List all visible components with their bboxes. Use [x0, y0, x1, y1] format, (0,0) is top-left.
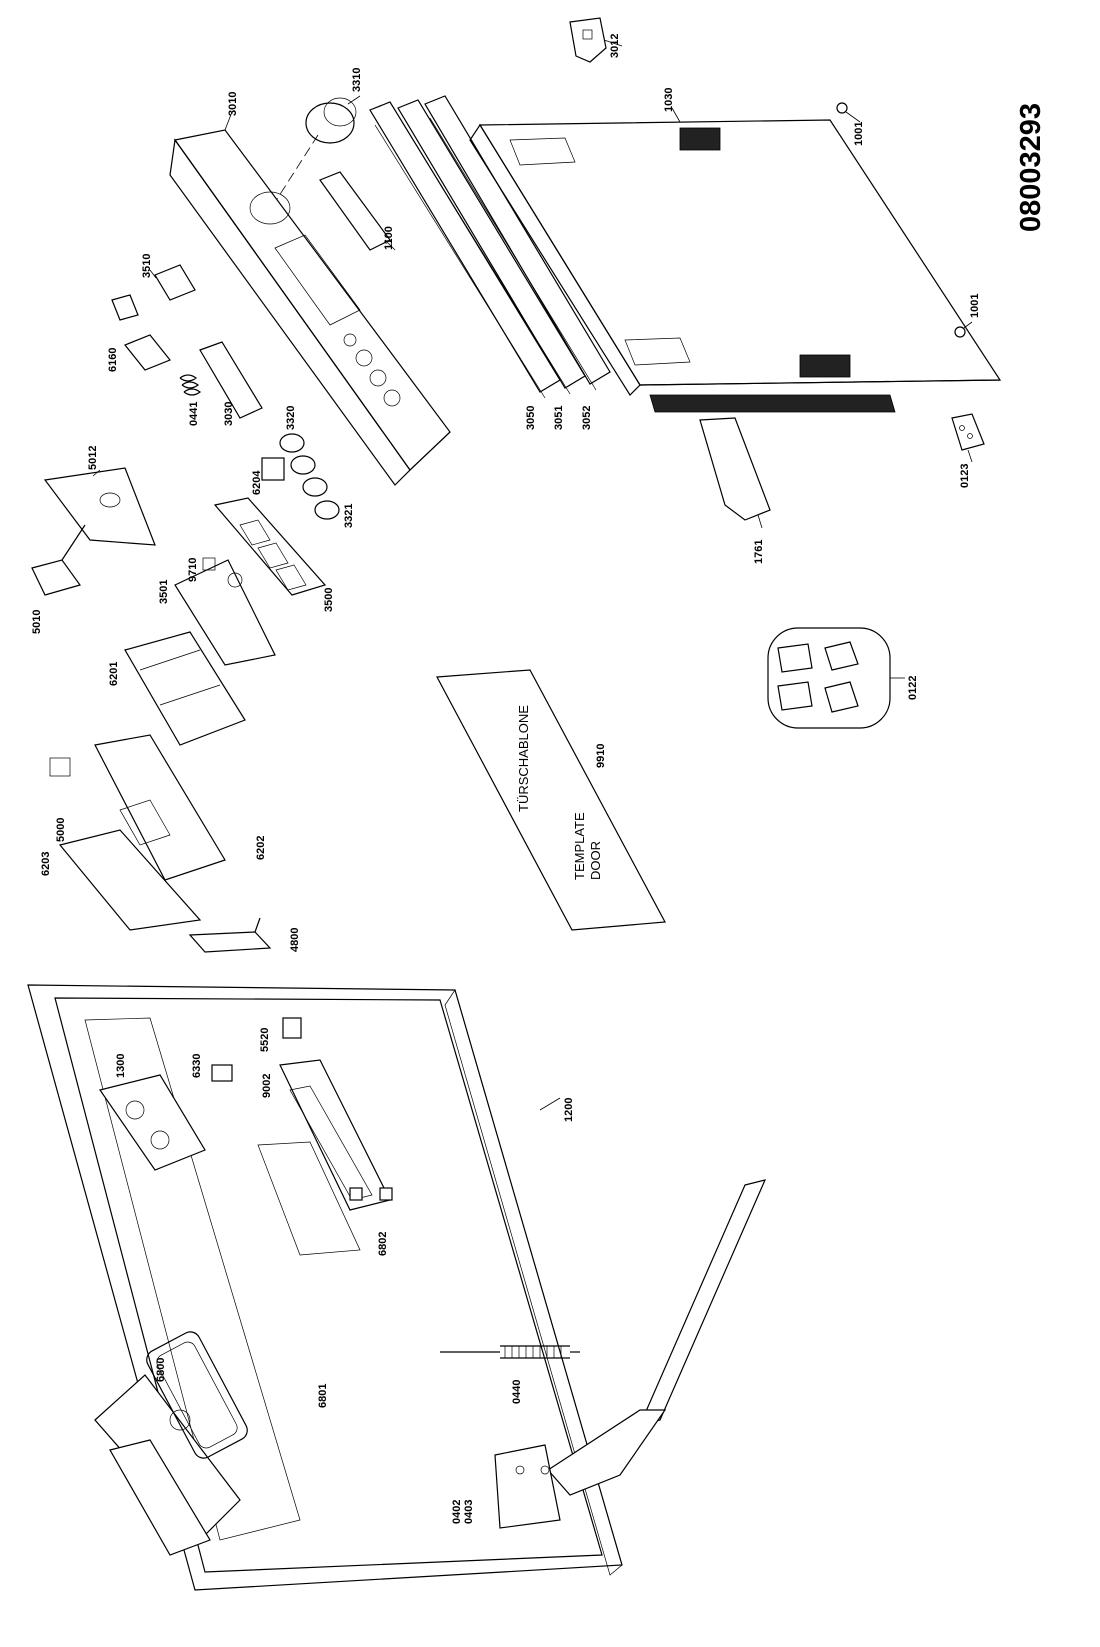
label-0402: 0402: [451, 1500, 463, 1524]
part-1100-display-cover: [319, 171, 396, 251]
part-3030-module: [199, 341, 263, 419]
part-3310-knob: [269, 95, 361, 211]
part-3510-switch: [149, 264, 196, 301]
label-6201: 6201: [108, 662, 120, 686]
label-0441: 0441: [188, 402, 200, 426]
part-5010-lock: [31, 524, 86, 596]
label-6800: 6800: [155, 1358, 167, 1382]
label-3320: 3320: [285, 406, 297, 430]
label-0123: 0123: [959, 464, 971, 488]
label-5012: 5012: [87, 446, 99, 470]
part-6160-board: [111, 294, 171, 371]
part-3500-switch-panel: [213, 497, 327, 596]
part-1300-dispenser: [99, 1074, 206, 1171]
label-3500: 3500: [323, 588, 335, 612]
label-3501: 3501: [158, 580, 170, 604]
label-3052: 3052: [581, 406, 593, 430]
label-0440: 0440: [511, 1380, 523, 1404]
label-6160: 6160: [107, 348, 119, 372]
part-0441-spring: [179, 374, 202, 396]
part-0123-hinge-plate: [951, 413, 985, 463]
label-6203: 6203: [40, 852, 52, 876]
part-1030-door-panel: [469, 107, 1002, 413]
part-9910-template: TÜRSCHABLONE TEMPLATE DOOR: [436, 669, 666, 931]
part-0440-spring: [440, 1345, 580, 1359]
label-3510: 3510: [141, 254, 153, 278]
label-3012: 3012: [609, 34, 621, 58]
label-6330: 6330: [191, 1054, 203, 1078]
parts-1001-screws: [836, 102, 973, 338]
label-6802: 6802: [377, 1232, 389, 1256]
label-1030: 1030: [663, 88, 675, 112]
label-3051: 3051: [553, 406, 565, 430]
template-line-en-1: TEMPLATE: [572, 812, 587, 880]
part-4800-cable: [188, 917, 272, 953]
part-6201-housing: [124, 631, 246, 746]
label-3050: 3050: [525, 406, 537, 430]
label-9002: 9002: [261, 1074, 273, 1098]
label-1200: 1200: [563, 1098, 575, 1122]
part-5000-6202-6203-assembly: [49, 734, 226, 931]
label-1761: 1761: [753, 540, 765, 564]
label-1300: 1300: [115, 1054, 127, 1078]
template-line-en-2: DOOR: [588, 841, 603, 880]
part-1761-insulation: [699, 417, 771, 529]
part-0402-0403-hinge-arm: [494, 1179, 767, 1529]
label-6801: 6801: [317, 1384, 329, 1408]
label-3321: 3321: [343, 504, 355, 528]
template-title-de: TÜRSCHABLONE: [516, 705, 531, 812]
label-1001-bottom: 1001: [969, 294, 981, 318]
document-id: 08003293: [1015, 103, 1047, 232]
part-3012-bracket: [569, 17, 623, 63]
parts-3320-3321-knobs: [279, 433, 340, 520]
part-5520-clip: [282, 1017, 302, 1039]
part-6330-sensor: [211, 1064, 233, 1082]
label-5000: 5000: [55, 818, 67, 842]
label-9710: 9710: [187, 558, 199, 582]
label-6204: 6204: [251, 470, 263, 495]
label-6202: 6202: [255, 836, 267, 860]
part-labels: 3012 3310 3010 1030 1001 1001 1100 3510 …: [31, 34, 981, 1524]
label-0122: 0122: [907, 676, 919, 700]
label-1100: 1100: [383, 226, 395, 250]
label-3010: 3010: [227, 92, 239, 116]
label-3030: 3030: [223, 402, 235, 426]
part-3010-control-panel: [169, 111, 451, 486]
label-5520: 5520: [259, 1028, 271, 1052]
label-4800: 4800: [289, 928, 301, 952]
label-1001-top: 1001: [853, 122, 865, 146]
label-0403: 0403: [463, 1500, 475, 1524]
label-9910: 9910: [595, 744, 607, 768]
part-6204-block: [261, 457, 285, 481]
parts-3050-3051-3052-rails: [369, 95, 611, 399]
part-6802-clips: [349, 1187, 393, 1201]
part-6801-seal: [146, 1331, 248, 1459]
label-5010: 5010: [31, 610, 43, 634]
label-3310: 3310: [351, 68, 363, 92]
part-6800-dispenser-unit: [94, 1374, 241, 1556]
part-0122-hinge-kit: [767, 627, 905, 729]
part-3501-circuit-board: [174, 557, 276, 666]
part-5012-bracket: [43, 467, 156, 546]
